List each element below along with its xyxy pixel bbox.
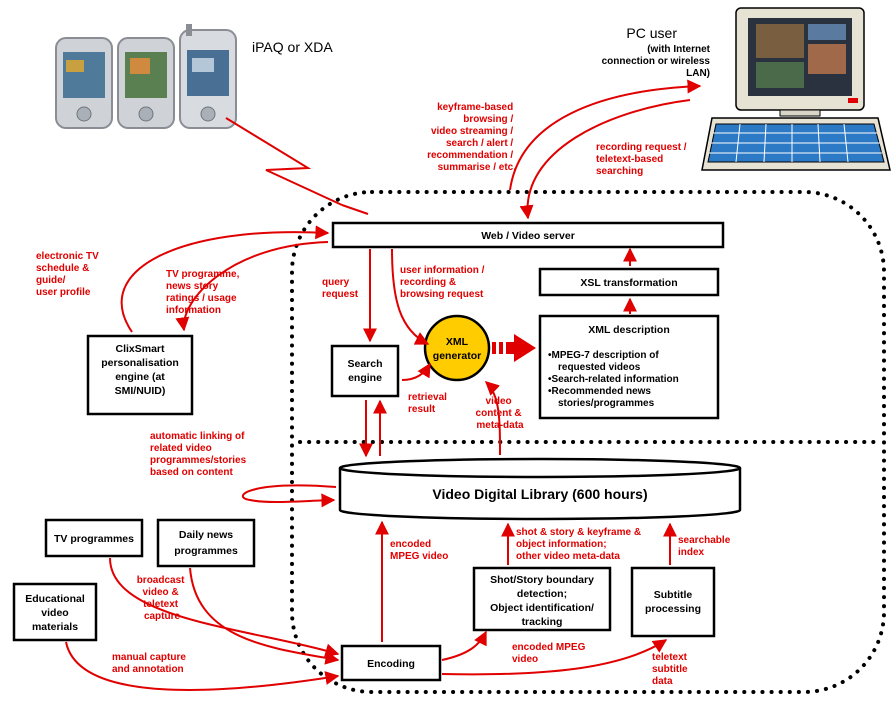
xml-generator-label: generator [433,350,481,362]
shot-story-label: tracking [522,616,563,628]
label-searchable-index: searchable index [678,535,733,558]
educational-materials-box [12,582,98,642]
pc-user-subtitle-1: (with Internet [647,44,710,55]
educational-label: video [41,607,68,619]
pc-user-subtitle-3: LAN) [686,68,710,79]
xml-description-item: •MPEG-7 description of [548,350,659,361]
pda-device-3 [179,24,237,129]
label-teletext-subtitle: teletext subtitle data [652,652,690,687]
pda-device-1 [55,37,113,129]
shot-story-label: Shot/Story boundary [490,574,594,586]
web-video-server-label: Web / Video server [481,230,575,242]
subtitle-processing-label: Subtitle [654,589,693,601]
xml-description-title: XML description [588,324,669,336]
subtitle-processing-box [630,566,716,638]
shot-story-detection-box [472,566,612,632]
shot-story-label: detection; [517,588,567,600]
label-manual-capture: manual capture and annotation [112,652,189,675]
xml-description-item: •Search-related information [548,374,679,385]
tv-programmes-box [44,518,144,558]
xml-generator-node [423,314,491,382]
pda-label: iPAQ or XDA [252,39,333,55]
label-query-request: query request [322,277,359,300]
xsl-transformation-box [538,267,720,297]
xsl-transformation-label: XSL transformation [580,277,677,289]
generator-output-arrow [492,334,536,362]
label-recording-request: recording request / teletext-based searc… [596,142,689,177]
xml-description-item: requested videos [558,362,641,373]
clixsmart-label: ClixSmart [115,343,165,355]
pda-devices-image [55,24,237,129]
label-broadcast-capture: broadcast video & teletext capture [137,575,188,622]
search-engine-label: engine [348,372,382,384]
pc-user-title: PC user [626,25,677,41]
label-video-content: video content & meta-data [476,396,525,431]
search-engine-box [330,344,400,398]
xml-generator-label: XML [446,336,469,348]
tv-programmes-label: TV programmes [54,533,134,545]
label-shot-information: shot & story & keyframe & object informa… [516,527,644,562]
clixsmart-label: SMI/NUID) [115,385,166,397]
wireless-link-icon-end [341,204,369,215]
label-retrieval-result: retrieval result [408,392,450,415]
search-engine-label: Search [347,358,382,370]
shot-story-label: Object identification/ [490,602,594,614]
label-encoded-mpeg-video: encoded MPEG video [390,539,448,562]
label-keyframe-browsing: keyframe-based browsing / video streamin… [427,102,516,173]
video-digital-library [338,457,742,521]
label-programme-ratings: TV programme, news story ratings / usage… [166,269,242,316]
pda-device-2 [117,37,175,129]
wireless-link-icon [225,117,343,206]
pc-computer-icon [701,7,891,171]
clixsmart-engine-box [86,334,194,416]
encoding-label: Encoding [367,658,415,670]
encoding-box [340,644,442,682]
subtitle-processing-label: processing [645,603,701,615]
label-user-information: user information / recording & browsing … [400,265,487,300]
web-video-server-box [331,221,725,249]
educational-label: Educational [25,593,85,605]
xml-description-item: stories/programmes [558,398,655,409]
clixsmart-label: engine (at [115,371,165,383]
system-boundary [290,190,886,694]
daily-news-label: programmes [174,545,238,557]
label-electronic-tv-schedule: electronic TV schedule & guide/ user pro… [36,251,102,298]
label-encoded-mpeg-2: encoded MPEG video [512,642,588,665]
daily-news-label: Daily news [179,529,233,541]
daily-news-box [156,518,256,568]
video-digital-library-label: Video Digital Library (600 hours) [432,486,647,502]
label-automatic-linking: automatic linking of related video progr… [150,431,249,478]
educational-label: materials [32,621,78,633]
xml-description-box [538,314,720,420]
flow-arrows [65,79,702,691]
pc-user-subtitle-2: connection or wireless [602,56,711,67]
clixsmart-label: personalisation [101,357,179,369]
xml-description-item: •Recommended news [548,386,651,397]
